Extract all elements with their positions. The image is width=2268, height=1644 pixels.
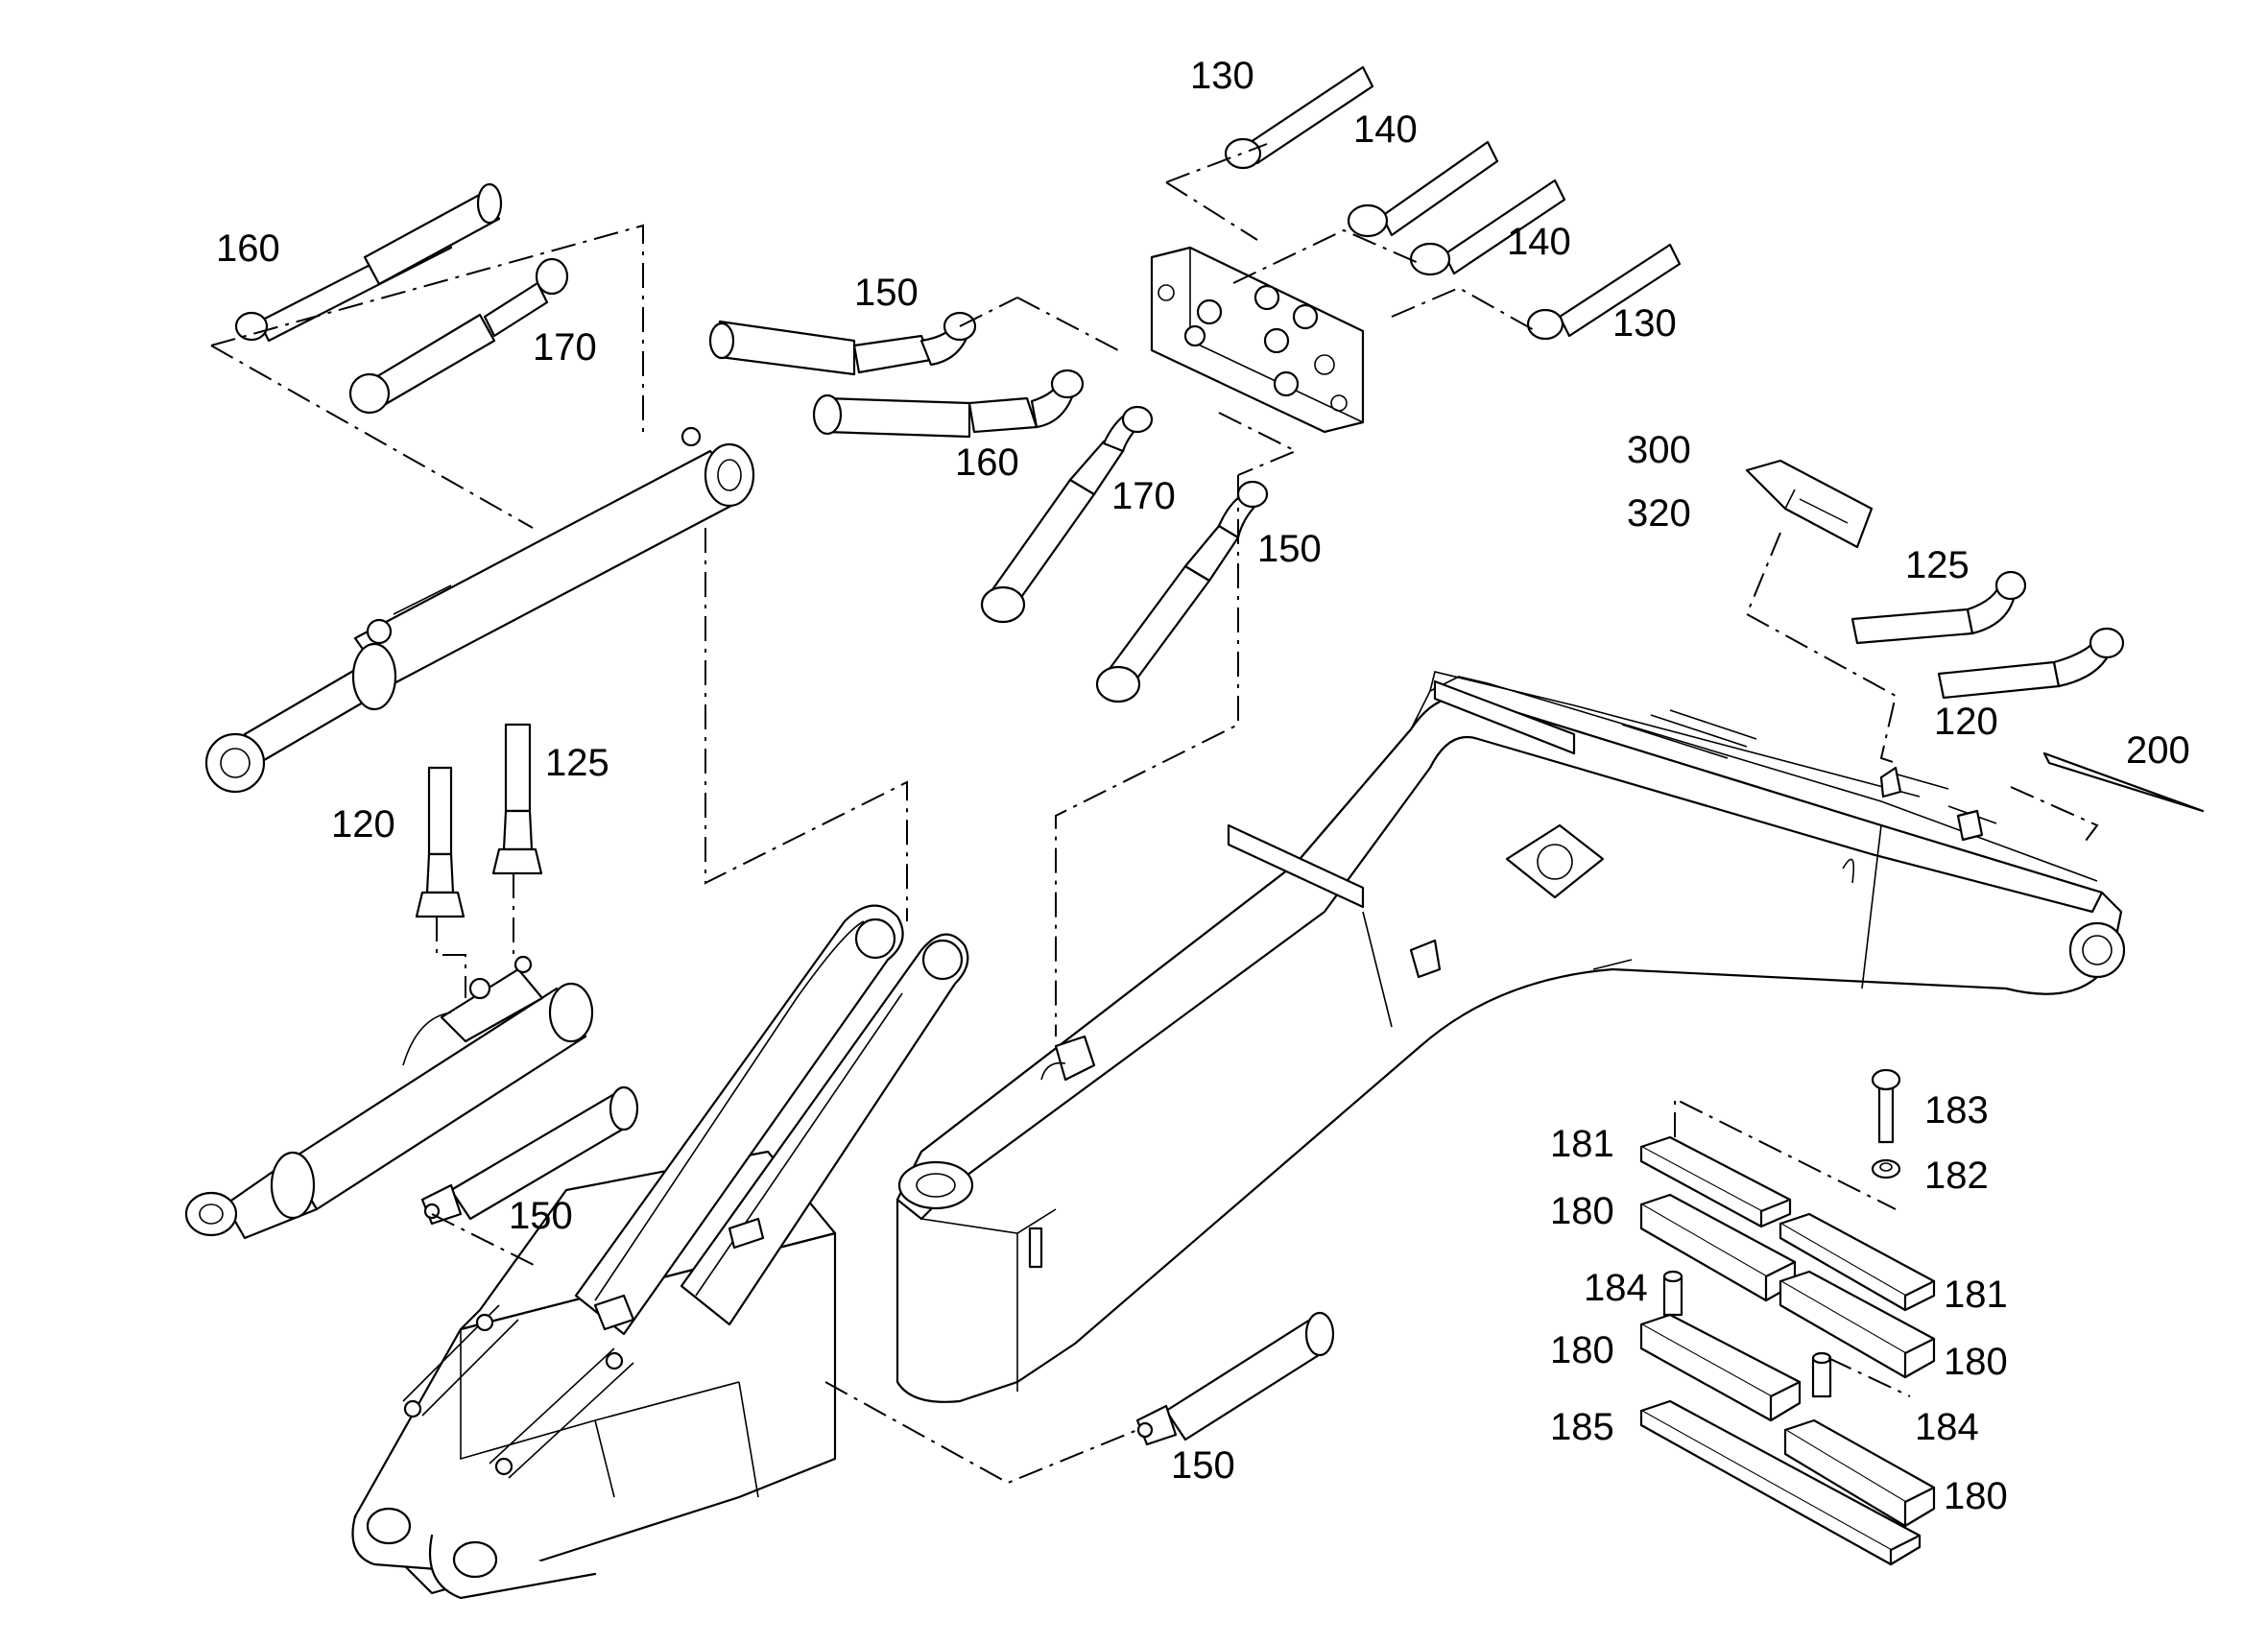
callout-320: 320 <box>1627 492 1691 535</box>
callout-184-right: 184 <box>1915 1406 1979 1448</box>
hose-170-upper-left <box>348 257 569 415</box>
hose-170-top <box>980 405 1154 624</box>
callout-181-right: 181 <box>1944 1274 2008 1316</box>
hose-130-upper <box>1224 65 1374 170</box>
hose-150-bottom <box>1135 1311 1335 1446</box>
callout-125-left: 125 <box>545 742 609 784</box>
hose-160-top <box>812 369 1085 439</box>
callout-200: 200 <box>2126 729 2190 772</box>
hose-140-lower <box>1409 179 1566 276</box>
hose-150-top <box>708 311 977 376</box>
leader-lines <box>210 143 2099 1485</box>
callout-130-upper: 130 <box>1190 55 1254 97</box>
hose-160-upper-left <box>234 182 503 343</box>
callout-300: 300 <box>1627 429 1691 471</box>
wedge-200 <box>2042 751 2205 813</box>
callouts: 130 140 140 130 160 170 150 160 170 150 … <box>216 55 2190 1517</box>
callout-150-right: 150 <box>1257 528 1322 570</box>
hose-125-right <box>1850 570 2027 645</box>
callout-180-d: 180 <box>1944 1475 2008 1517</box>
callout-180-b: 180 <box>1550 1329 1614 1371</box>
callout-120-right: 120 <box>1934 701 1998 743</box>
callout-150-top: 150 <box>854 272 919 314</box>
callout-140-lower: 140 <box>1507 221 1571 263</box>
callout-160-upper-left: 160 <box>216 227 280 270</box>
label-pack <box>1745 459 1874 549</box>
hose-125-vertical <box>491 723 543 875</box>
callout-182: 182 <box>1924 1155 1989 1197</box>
callout-120-left: 120 <box>331 803 395 846</box>
boom-cylinder-upper <box>204 426 755 794</box>
callout-183: 183 <box>1924 1089 1989 1132</box>
boom-foot <box>351 904 969 1600</box>
main-boom <box>895 671 2126 1403</box>
hose-130-lower <box>1526 243 1682 341</box>
callout-184-left: 184 <box>1584 1267 1648 1309</box>
callout-130-lower: 130 <box>1612 302 1677 345</box>
clamp-assembly <box>1639 1068 1936 1566</box>
callout-140-upper: 140 <box>1353 108 1418 151</box>
callout-170-top: 170 <box>1111 475 1176 517</box>
boom-cylinder-lower <box>184 955 594 1240</box>
hose-140-upper <box>1347 140 1499 238</box>
callout-180-a: 180 <box>1550 1190 1614 1232</box>
callout-150-bottom: 150 <box>1171 1444 1235 1487</box>
hose-120-vertical <box>415 766 466 918</box>
callout-185: 185 <box>1550 1406 1614 1448</box>
callout-180-c: 180 <box>1944 1341 2008 1383</box>
hose-150-middle <box>420 1085 639 1226</box>
hose-120-right <box>1937 627 2125 700</box>
callout-160-top: 160 <box>955 441 1019 484</box>
callout-170-upper-left: 170 <box>533 326 597 369</box>
callout-150-middle: 150 <box>509 1195 573 1237</box>
manifold-block <box>1150 246 1365 434</box>
callout-125-right: 125 <box>1905 544 1970 586</box>
callout-181-left: 181 <box>1550 1123 1614 1165</box>
